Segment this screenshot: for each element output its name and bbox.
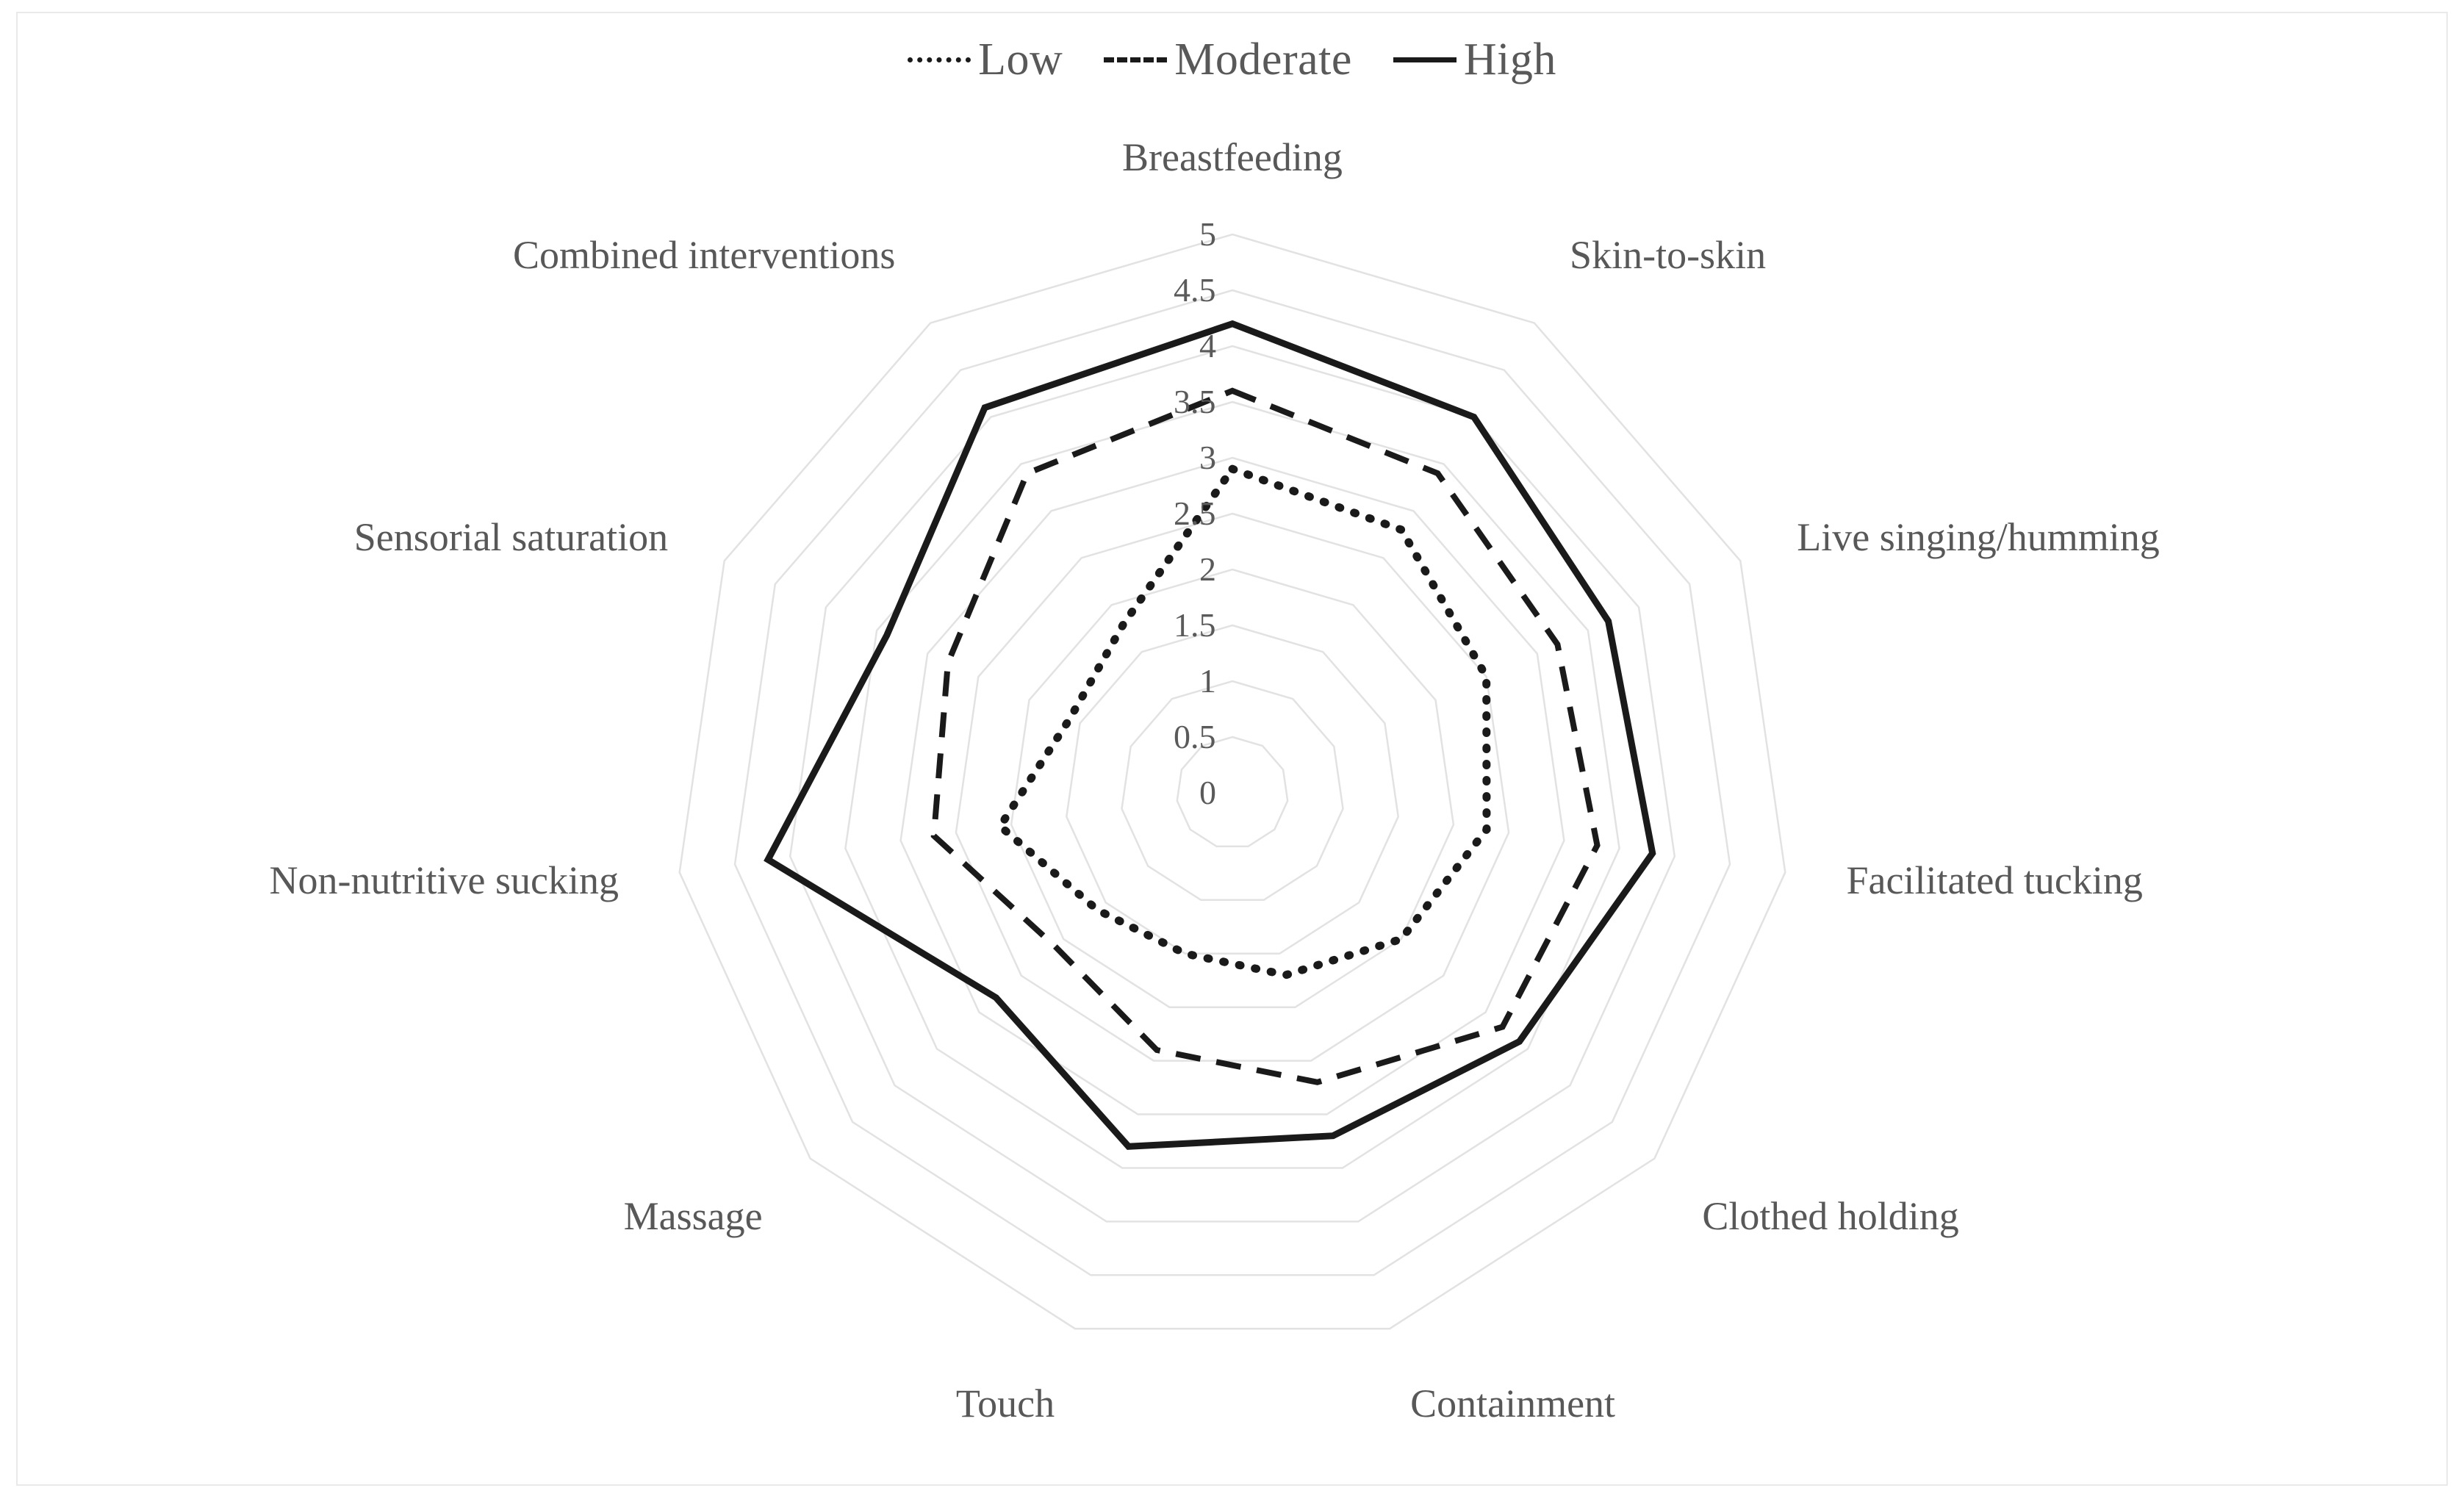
- axis-label-skin-to-skin: Skin-to-skin: [1570, 233, 1767, 278]
- grid-ring: [899, 456, 1565, 1115]
- r-tick-label: 0.5: [1174, 718, 1216, 755]
- chart-frame: [16, 12, 2448, 1486]
- grid-ring: [733, 289, 1731, 1276]
- radar-series-moderate: [930, 387, 1601, 1085]
- axis-label-containment: Containment: [1410, 1381, 1616, 1426]
- grid-ring: [1121, 680, 1344, 902]
- radar-grid-rings: [678, 233, 1786, 1330]
- radar-series-layer: [764, 320, 1656, 1150]
- r-tick-label: 3.5: [1174, 383, 1216, 420]
- axis-label-clothed-holding: Clothed holding: [1702, 1193, 1959, 1238]
- r-tick-label: 2: [1199, 550, 1216, 588]
- r-tick-label: 4: [1199, 327, 1216, 364]
- r-tick-label: 0: [1199, 774, 1216, 811]
- r-tick-label: 2.5: [1174, 495, 1216, 532]
- radar-series-low: [994, 464, 1491, 979]
- axis-label-combined-interventions: Combined interventions: [512, 233, 896, 278]
- axis-label-touch: Touch: [955, 1381, 1055, 1426]
- axis-label-massage: Massage: [623, 1193, 763, 1238]
- axis-label-facilitated-tucking: Facilitated tucking: [1846, 858, 2143, 903]
- axis-label-breastfeeding: Breastfeeding: [1122, 135, 1343, 179]
- grid-ring: [678, 233, 1786, 1330]
- r-tick-label: 3: [1199, 439, 1216, 476]
- radar-series-high: [764, 320, 1656, 1150]
- grid-ring: [955, 512, 1510, 1062]
- grid-ring: [1176, 736, 1289, 848]
- axis-label-non-nutritive-sucking: Non-nutritive sucking: [269, 858, 619, 903]
- grid-ring: [1010, 568, 1455, 1008]
- grid-ring: [1066, 624, 1399, 955]
- axis-label-sensorial-saturation: Sensorial saturation: [353, 514, 669, 559]
- axis-label-live-singing-humming: Live singing/humming: [1797, 514, 2160, 559]
- r-tick-label: 4.5: [1174, 271, 1216, 309]
- r-tick-label: 1.5: [1174, 606, 1216, 644]
- r-tick-label: 1: [1199, 662, 1216, 700]
- r-tick-label: 5: [1199, 215, 1216, 253]
- grid-ring: [789, 345, 1676, 1223]
